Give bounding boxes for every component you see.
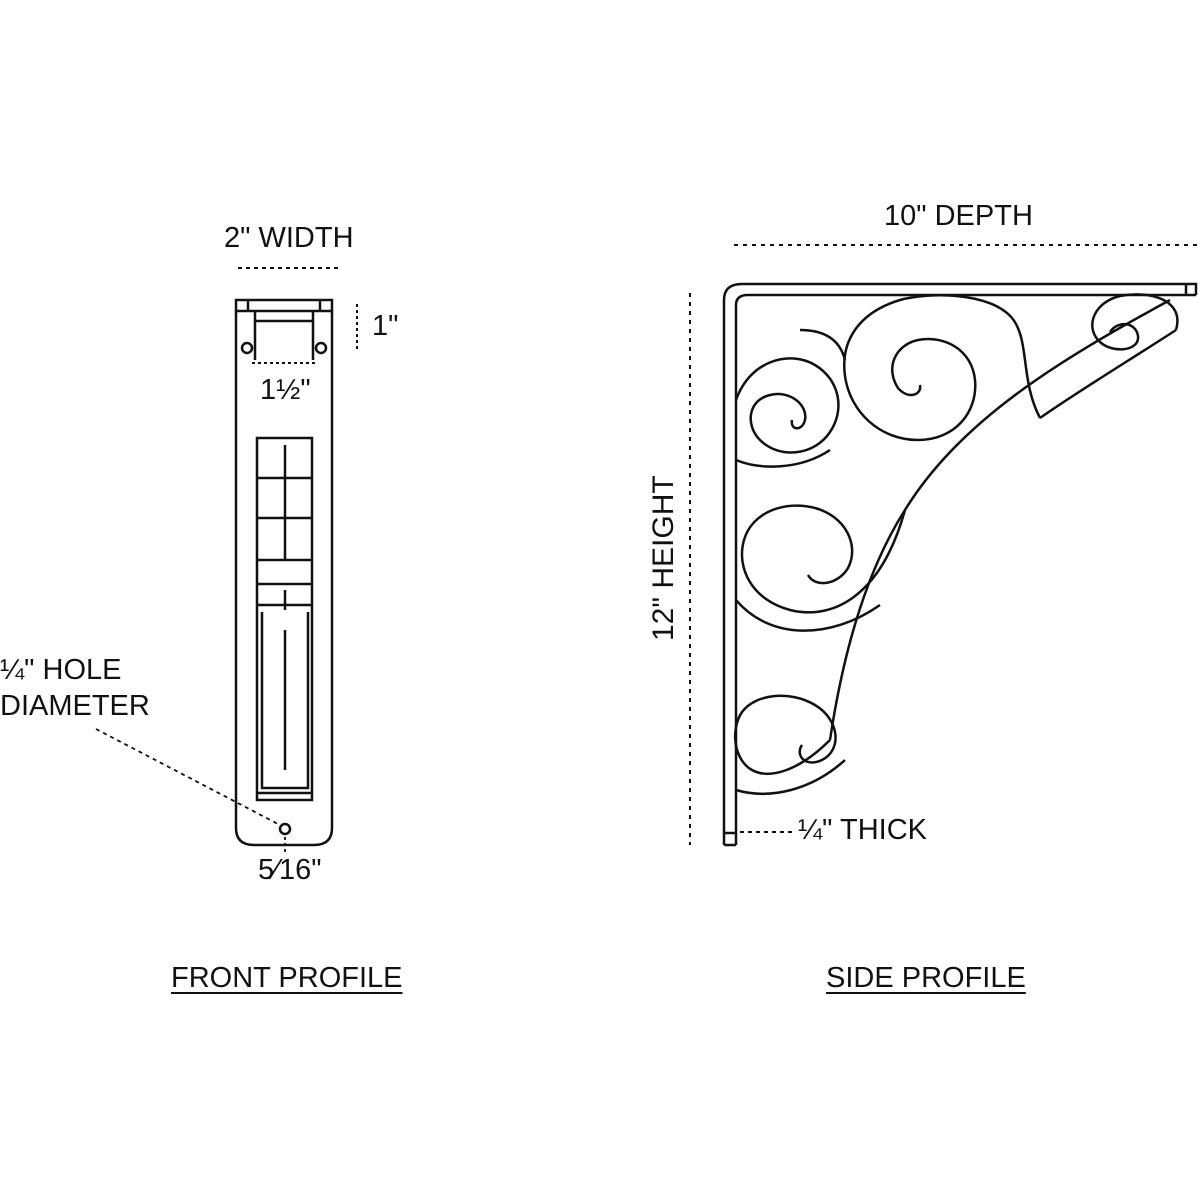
tab-height-label: 1" [372,310,399,342]
bracket-frame-inner [734,293,1196,845]
height-label: 12" HEIGHT [647,475,680,641]
front-top-tab [253,311,315,360]
scroll-upper-left-tail [735,448,831,468]
scroll-lower [734,694,837,775]
depth-label: 10" DEPTH [884,200,1033,232]
scroll-top-large [843,294,1042,442]
side-profile-caption: SIDE PROFILE [826,962,1026,994]
front-profile-caption: FRONT PROFILE [171,962,403,994]
hole-diameter-label-line1: ¼" HOLE [0,654,122,686]
scroll-upper-left [734,357,840,454]
front-inner-panel [255,436,314,802]
front-lower-slot [260,612,310,790]
scroll-lower-tail [735,759,846,795]
hole-diameter-label-line2: DIAMETER [0,690,150,722]
bottom-hole-offset-label: 5⁄16" [258,854,322,886]
mounting-hole-left [240,341,254,355]
front-bracket-outline [234,298,334,847]
brace-arc-inner [1039,328,1177,420]
scroll-top-large-inner [799,328,847,361]
side-profile-drawing [689,244,1198,847]
scroll-middle [740,504,907,614]
front-profile-drawing [95,267,358,855]
width-label: 2" WIDTH [224,222,354,254]
scroll-middle-inner [735,599,881,632]
bottom-mounting-hole [278,822,292,836]
bracket-frame-outer [722,282,1198,845]
mounting-hole-right [314,341,328,355]
scroll-top-right [1091,293,1179,351]
hole-spacing-label: 1½" [260,374,311,406]
brace-arc-outer [828,298,1171,741]
hole-leader-line [95,728,279,825]
thickness-label: ¼" THICK [798,814,928,846]
